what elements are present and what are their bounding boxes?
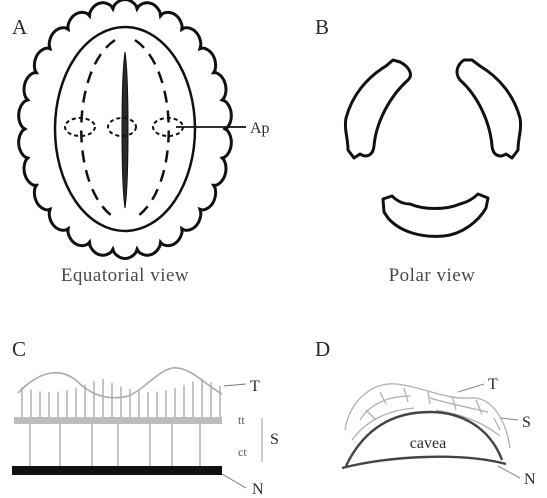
panel-d: D cavea T S N [315, 337, 536, 488]
sexine-inner-arc [344, 410, 504, 467]
panel-b: B Polar view [315, 15, 523, 286]
panel-a-letter: A [12, 15, 28, 39]
leader-n-c [221, 473, 247, 489]
panel-c-letter: C [12, 337, 26, 361]
panel-d-label-s: S [522, 414, 531, 431]
panel-c-label-ct: ct [238, 445, 247, 459]
panel-c-label-n: N [252, 481, 264, 498]
panel-b-letter: B [315, 15, 329, 39]
colpus-left-dashed [80, 38, 116, 220]
panel-d-label-n: N [524, 471, 536, 488]
colpus-right-dashed [134, 38, 170, 220]
sexine-texture [344, 383, 511, 449]
panel-c: C T tt S ct N [12, 337, 279, 498]
nexine-band [12, 466, 222, 475]
polar-segment-upper-right [455, 58, 523, 160]
panel-b-caption: Polar view [389, 265, 476, 286]
colpus-central [121, 51, 129, 209]
panel-d-label-t: T [488, 376, 498, 393]
leader-s-d [499, 417, 519, 421]
panel-d-letter: D [315, 337, 330, 361]
infratectal-pillars [29, 424, 201, 466]
panel-c-label-t: T [250, 378, 260, 395]
leader-n-d [497, 465, 521, 479]
inner-wall [53, 25, 197, 233]
columellae [21, 378, 221, 417]
aperture-center [107, 117, 137, 137]
panel-a: A Ap Equatorial view [12, 0, 270, 286]
nexine-curve [341, 455, 507, 470]
tectum-line [17, 367, 223, 399]
aperture-label: Ap [250, 120, 270, 137]
aperture-left [64, 117, 96, 137]
panel-c-label-tt: tt [238, 413, 245, 427]
leader-t-c [223, 383, 247, 387]
tectum-band [14, 417, 222, 424]
panel-d-label-cavea: cavea [410, 435, 446, 452]
polar-segment-upper-left [343, 58, 412, 160]
panel-a-caption: Equatorial view [61, 265, 189, 286]
polar-segment-bottom [381, 192, 490, 238]
panel-c-label-s: S [270, 431, 279, 448]
leader-t-d [457, 383, 485, 393]
outer-wall-wavy [17, 0, 233, 261]
